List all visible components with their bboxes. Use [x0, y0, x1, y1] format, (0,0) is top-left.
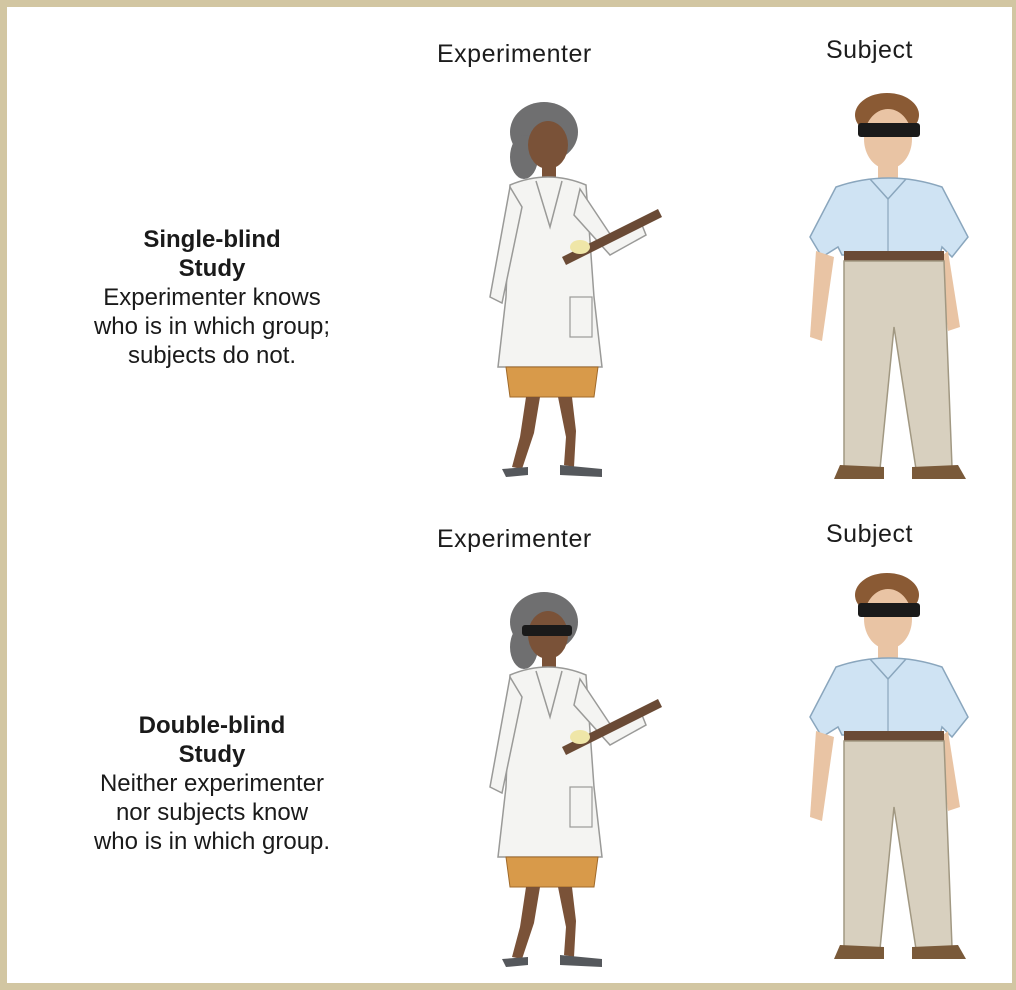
subject-illustration-blindfolded: [792, 567, 1012, 967]
subject-figure-single: [792, 87, 1012, 487]
double-blind-title-1: Double-blind: [32, 711, 392, 740]
experimenter-label-single: Experimenter: [437, 40, 592, 69]
subject-label-double: Subject: [826, 520, 913, 549]
subject-illustration: [792, 87, 1012, 487]
single-blind-title-2: Study: [32, 254, 392, 283]
experimenter-illustration: [462, 97, 672, 487]
subject-label-single: Subject: [826, 36, 913, 65]
double-blind-title-2: Study: [32, 740, 392, 769]
single-blind-title-1: Single-blind: [32, 225, 392, 254]
double-blind-description: Double-blind Study Neither experimenter …: [32, 711, 392, 856]
experimenter-label-double: Experimenter: [437, 525, 592, 554]
single-blind-desc-2: who is in which group;: [32, 312, 392, 341]
double-blind-desc-3: who is in which group.: [32, 827, 392, 856]
single-blind-desc-3: subjects do not.: [32, 341, 392, 370]
subject-figure-double: [792, 567, 1012, 967]
experimenter-figure-single: [462, 97, 672, 487]
double-blind-desc-2: nor subjects know: [32, 798, 392, 827]
experimenter-illustration-blindfolded: [462, 587, 672, 977]
single-blind-description: Single-blind Study Experimenter knows wh…: [32, 225, 392, 370]
blindfold-icon: [522, 625, 572, 636]
double-blind-desc-1: Neither experimenter: [32, 769, 392, 798]
experimenter-figure-double: [462, 587, 672, 977]
single-blind-desc-1: Experimenter knows: [32, 283, 392, 312]
